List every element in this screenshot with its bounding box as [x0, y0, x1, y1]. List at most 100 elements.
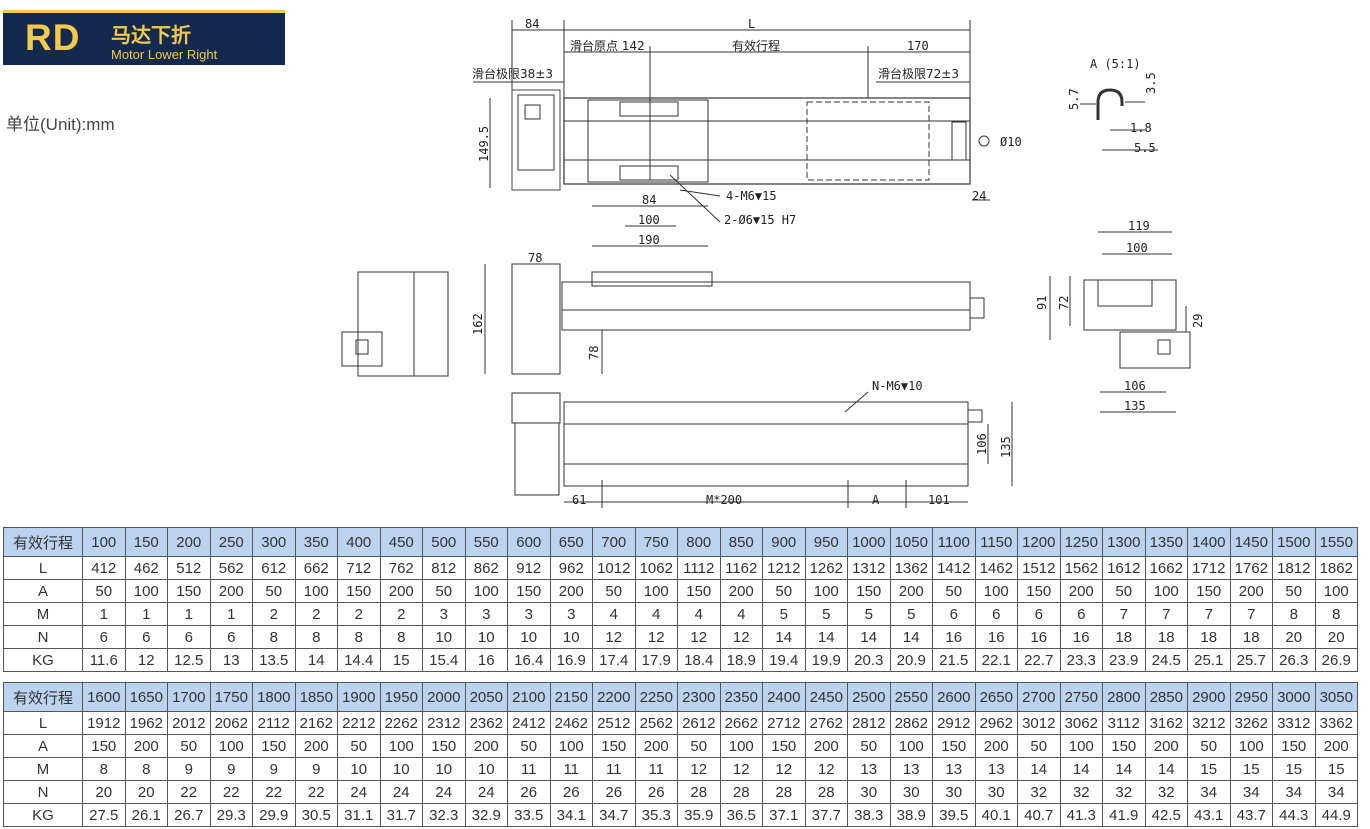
table-cell: 18 — [1102, 625, 1146, 649]
table-cell: 39.5 — [932, 803, 976, 827]
table-cell: 2812 — [847, 711, 891, 735]
stroke-header-cell: 2350 — [719, 682, 763, 712]
table-cell: 44.9 — [1314, 803, 1358, 827]
table-cell: 16 — [932, 625, 976, 649]
table-cell: 16.4 — [507, 648, 551, 672]
stroke-header-cell: 850 — [719, 527, 763, 557]
table-cell: 43.1 — [1187, 803, 1231, 827]
table-cell: 9 — [167, 757, 211, 781]
table-cell: 5 — [804, 602, 848, 626]
table-cell: 10 — [507, 625, 551, 649]
table-cell: 13 — [974, 757, 1018, 781]
table-cell: 100 — [974, 579, 1018, 603]
table-cell: 6 — [167, 625, 211, 649]
table-cell: 30 — [932, 780, 976, 804]
row-label: M — [3, 757, 83, 781]
stroke-header-cell: 150 — [124, 527, 168, 557]
table-cell: 200 — [379, 579, 423, 603]
model-code: RD — [25, 17, 81, 58]
table-cell: 612 — [252, 556, 296, 580]
stroke-header-cell: 1950 — [379, 682, 423, 712]
table-cell: 26 — [507, 780, 551, 804]
table-cell: 6 — [209, 625, 253, 649]
table-cell: 150 — [677, 579, 721, 603]
table-cell: 3 — [422, 602, 466, 626]
table-cell: 33.5 — [507, 803, 551, 827]
table-cell: 26 — [592, 780, 636, 804]
end-dim-100: 100 — [1126, 241, 1148, 255]
side-dim-78-vert: 78 — [587, 346, 601, 360]
end-dim-29: 29 — [1191, 314, 1205, 328]
table-cell: 11 — [549, 757, 593, 781]
table-cell: 12 — [762, 757, 806, 781]
bottom-dim-m200: M*200 — [706, 493, 742, 507]
table-cell: 37.7 — [804, 803, 848, 827]
table-cell: 200 — [1314, 734, 1358, 758]
stroke-header-cell: 1500 — [1272, 527, 1316, 557]
table-cell: 100 — [1144, 579, 1188, 603]
slider-origin-label: 滑台原点 142 — [570, 38, 645, 53]
stroke-header-cell: 1350 — [1144, 527, 1188, 557]
table-cell: 50 — [762, 579, 806, 603]
table-cell: 32 — [1102, 780, 1146, 804]
table-cell: 19.9 — [804, 648, 848, 672]
table-cell: 3112 — [1102, 711, 1146, 735]
table-cell: 812 — [422, 556, 466, 580]
table-cell: 200 — [124, 734, 168, 758]
stroke-header-cell: 1050 — [889, 527, 933, 557]
stroke-header-cell: 1400 — [1187, 527, 1231, 557]
stroke-header-cell: 550 — [464, 527, 508, 557]
table-cell: 2662 — [719, 711, 763, 735]
table-cell: 150 — [762, 734, 806, 758]
model-title-cn: 马达下折 — [111, 23, 191, 47]
table-cell: 762 — [379, 556, 423, 580]
stroke-header-cell: 2150 — [549, 682, 593, 712]
table-cell: 1562 — [1059, 556, 1103, 580]
table-cell: 50 — [422, 579, 466, 603]
bottom-dim-A: A — [872, 493, 880, 507]
table-cell: 8 — [379, 625, 423, 649]
table-cell: 32.3 — [422, 803, 466, 827]
table-cell: 18.4 — [677, 648, 721, 672]
table-cell: 11.6 — [82, 648, 126, 672]
table-cell: 8 — [82, 757, 126, 781]
table-cell: 4 — [592, 602, 636, 626]
table-cell: 14 — [1144, 757, 1188, 781]
stroke-header-cell: 2900 — [1187, 682, 1231, 712]
table-cell: 1012 — [592, 556, 636, 580]
table-cell: 41.3 — [1059, 803, 1103, 827]
end-dim-119: 119 — [1128, 219, 1150, 233]
table-cell: 17.4 — [592, 648, 636, 672]
table-cell: 35.3 — [634, 803, 678, 827]
side-dim-78-top: 78 — [528, 251, 542, 265]
table-cell: 23.3 — [1059, 648, 1103, 672]
table-cell: 1212 — [762, 556, 806, 580]
table-cell: 28 — [804, 780, 848, 804]
table-cell: 200 — [294, 734, 338, 758]
table-cell: 28 — [719, 780, 763, 804]
detail-a-title: A (5:1) — [1090, 57, 1141, 71]
table-cell: 29.3 — [209, 803, 253, 827]
table-cell: 1962 — [124, 711, 168, 735]
stroke-header-cell: 3000 — [1272, 682, 1316, 712]
table-cell: 15 — [1187, 757, 1231, 781]
stroke-header-cell: 2850 — [1144, 682, 1188, 712]
table-cell: 25.7 — [1229, 648, 1273, 672]
table-cell: 16.9 — [549, 648, 593, 672]
table-cell: 26.9 — [1314, 648, 1358, 672]
table-cell: 13 — [889, 757, 933, 781]
table-cell: 1162 — [719, 556, 763, 580]
table-cell: 1112 — [677, 556, 721, 580]
table-cell: 26.1 — [124, 803, 168, 827]
table-cell: 11 — [634, 757, 678, 781]
table-cell: 15 — [1272, 757, 1316, 781]
stroke-header-cell: 1750 — [209, 682, 253, 712]
table-cell: 41.9 — [1102, 803, 1146, 827]
dim-84: 84 — [525, 17, 539, 31]
table-cell: 1462 — [974, 556, 1018, 580]
table-cell: 912 — [507, 556, 551, 580]
